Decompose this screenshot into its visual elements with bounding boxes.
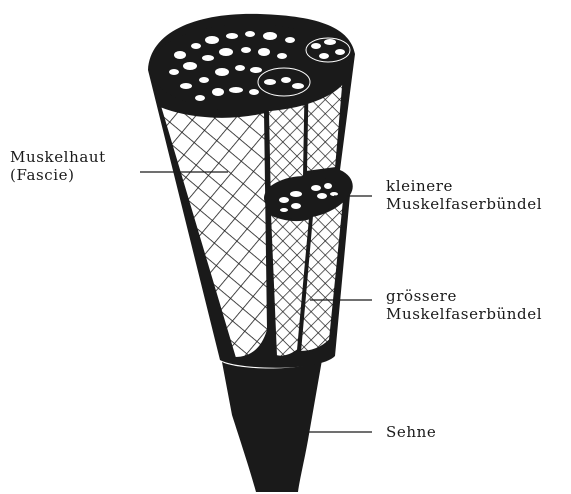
label-tendon-text: Sehne [386, 423, 436, 441]
label-fascia-line1: Muskelhaut [10, 148, 106, 166]
tendon-shape [222, 360, 322, 492]
label-small-bundles-line1: kleinere [386, 177, 542, 195]
label-fascia: Muskelhaut (Fascie) [10, 148, 106, 184]
label-small-bundles: kleinere Muskelfaserbündel [386, 177, 542, 213]
label-tendon: Sehne [386, 423, 436, 441]
cross-section-top [150, 24, 350, 112]
label-large-bundles-line2: Muskelfaserbündel [386, 305, 542, 323]
label-large-bundles-line1: grössere [386, 287, 542, 305]
label-fascia-line2: (Fascie) [10, 166, 106, 184]
label-small-bundles-line2: Muskelfaserbündel [386, 195, 542, 213]
label-large-bundles: grössere Muskelfaserbündel [386, 287, 542, 323]
